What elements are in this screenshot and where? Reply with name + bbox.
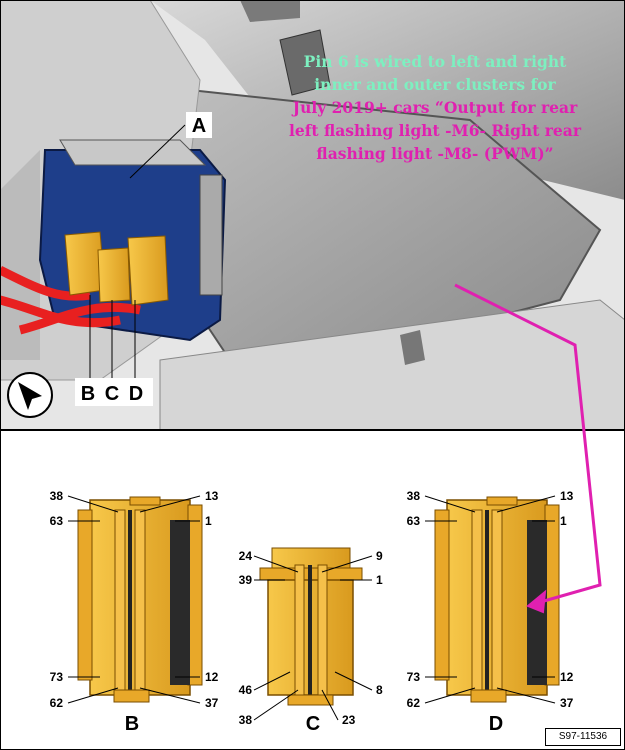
pin-label: 8 (376, 683, 383, 697)
pin-label: 63 (407, 514, 421, 528)
connector-d-label: D (489, 713, 503, 735)
annotation-line: left flashing light -M6- Right rear (289, 121, 581, 140)
label-a: A (192, 115, 206, 137)
view-direction-arrow-icon (18, 382, 42, 410)
pin-label: 38 (50, 489, 64, 503)
label-b: B (81, 383, 95, 405)
connector-b-leaders (67, 495, 201, 704)
connector-b (77, 496, 203, 703)
callout-arrowhead-icon (526, 589, 547, 614)
air-vent (279, 29, 331, 96)
module-bracket (59, 139, 207, 166)
pin-label: 38 (407, 489, 421, 503)
pin-label: 37 (560, 696, 574, 710)
pin-label: 1 (376, 573, 383, 587)
label-d: D (129, 383, 143, 405)
label-c: C (105, 383, 119, 405)
connector-b-label: B (125, 713, 139, 735)
pin-label: 13 (560, 489, 574, 503)
figure-reference: S97-11536 (545, 728, 621, 746)
glove-handle (400, 330, 425, 365)
pin-label: 73 (50, 670, 64, 684)
pin-label: 39 (239, 573, 253, 587)
module-side-bracket (199, 174, 223, 296)
upper-vent (240, 0, 300, 22)
connector-d-leaders (424, 495, 556, 704)
annotation-line: inner and outer clusters for (314, 75, 556, 94)
connector-d (434, 496, 560, 703)
pin-label: 1 (205, 514, 212, 528)
pin-label: 38 (239, 713, 253, 727)
pin-label: 23 (342, 713, 356, 727)
leader-a (129, 124, 186, 179)
pin-label: 9 (376, 549, 383, 563)
annotation-line: Pin 6 is wired to left and right (303, 52, 567, 71)
pin-label: 13 (205, 489, 219, 503)
connector-c-label: C (306, 713, 320, 735)
pin-label: 12 (205, 670, 219, 684)
pin-label: 62 (50, 696, 64, 710)
pin-label: 37 (205, 696, 219, 710)
connector-c-leaders (253, 555, 373, 721)
pin-label: 12 (560, 670, 574, 684)
pin-label: 73 (407, 670, 421, 684)
connector-c-top (97, 247, 131, 303)
pin-annotation: Pin 6 is wired to left and right inner a… (255, 50, 615, 165)
annotation-line: flashing light -M8- (PWM)” (316, 144, 554, 163)
annotation-line: July 2019+ cars “Output for rear (292, 98, 578, 117)
wire-harness (18, 302, 141, 335)
label-a-box (186, 112, 212, 138)
pin-label: 24 (239, 549, 253, 563)
wire-harness (0, 265, 91, 301)
pin-label: 46 (239, 683, 253, 697)
pin-label: 63 (50, 514, 64, 528)
connector-c (259, 547, 363, 706)
lower-panel (159, 299, 625, 431)
pin-label: 62 (407, 696, 421, 710)
connector-d-top (127, 235, 169, 306)
pin-label: 1 (560, 514, 567, 528)
label-bcd-box (75, 378, 153, 406)
callout-arrow (454, 283, 602, 607)
